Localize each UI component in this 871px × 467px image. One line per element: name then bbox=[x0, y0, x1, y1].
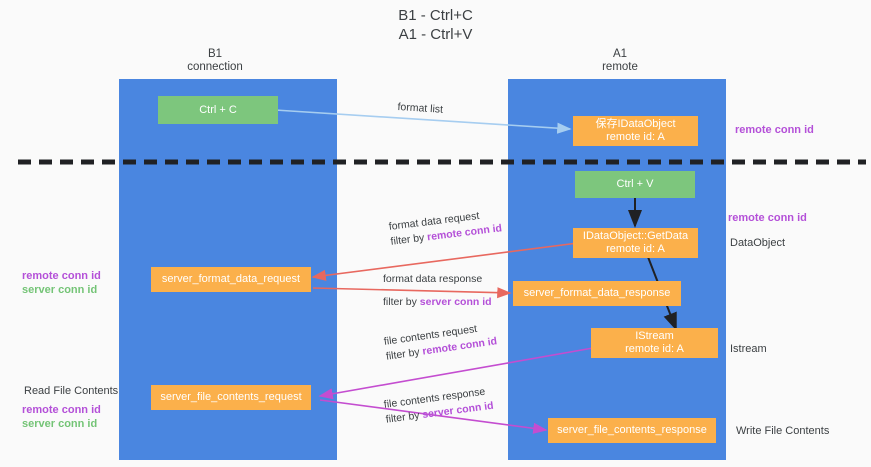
column-header-a1: A1 remote bbox=[602, 48, 638, 73]
edge-label-line1: format list bbox=[397, 100, 444, 116]
edge-label-format-data-request: format data request filter by remote con… bbox=[388, 206, 503, 249]
column-header-b1: B1 connection bbox=[187, 48, 243, 73]
label-right-remote-conn-id: remote conn id bbox=[735, 124, 814, 136]
node-idataobject-getdata[interactable]: IDataObject::GetData remote id: A bbox=[573, 228, 698, 258]
edge-label-line1: format data response bbox=[383, 273, 483, 285]
label-istream: Istream bbox=[730, 343, 767, 355]
node-ctrl-c[interactable]: Ctrl + C bbox=[158, 96, 278, 124]
node-save-idataobject[interactable]: 保存IDataObject remote id: A bbox=[573, 116, 698, 146]
label-left-remote-conn-id-2: remote conn id bbox=[22, 404, 101, 416]
filter-prefix: filter by bbox=[385, 409, 424, 426]
node-server-format-data-request[interactable]: server_format_data_request bbox=[151, 267, 311, 292]
label-right-remote-conn-id-2: remote conn id bbox=[728, 212, 807, 224]
edge-label-format-list: format list bbox=[397, 100, 443, 118]
node-ctrl-v[interactable]: Ctrl + V bbox=[575, 171, 695, 198]
node-istream[interactable]: IStream remote id: A bbox=[591, 328, 718, 358]
label-read-file-contents: Read File Contents bbox=[24, 385, 119, 397]
edge-label-line2: filter by server conn id bbox=[383, 295, 492, 310]
edge-label-file-contents-request: file contents request filter by remote c… bbox=[383, 319, 498, 364]
label-left-server-conn-id: server conn id bbox=[22, 284, 98, 296]
filter-prefix: filter by bbox=[389, 231, 428, 248]
page-title: B1 - Ctrl+C A1 - Ctrl+V bbox=[398, 7, 473, 43]
filter-key: server conn id bbox=[419, 296, 492, 308]
label-dataobject: DataObject bbox=[730, 237, 786, 249]
node-server-format-data-response[interactable]: server_format_data_response bbox=[513, 281, 681, 306]
filter-prefix: filter by bbox=[383, 296, 420, 308]
label-left-remote-conn-id: remote conn id bbox=[22, 270, 101, 282]
edge-label-format-data-response: format data response filter by server co… bbox=[383, 272, 492, 310]
node-server-file-contents-request[interactable]: server_file_contents_request bbox=[151, 385, 311, 410]
label-write-file-contents: Write File Contents bbox=[736, 425, 830, 437]
edge-label-file-contents-response: file contents response filter by server … bbox=[383, 384, 495, 428]
label-left-server-conn-id-2: server conn id bbox=[22, 418, 98, 430]
node-server-file-contents-response[interactable]: server_file_contents_response bbox=[548, 418, 716, 443]
filter-prefix: filter by bbox=[385, 345, 424, 363]
